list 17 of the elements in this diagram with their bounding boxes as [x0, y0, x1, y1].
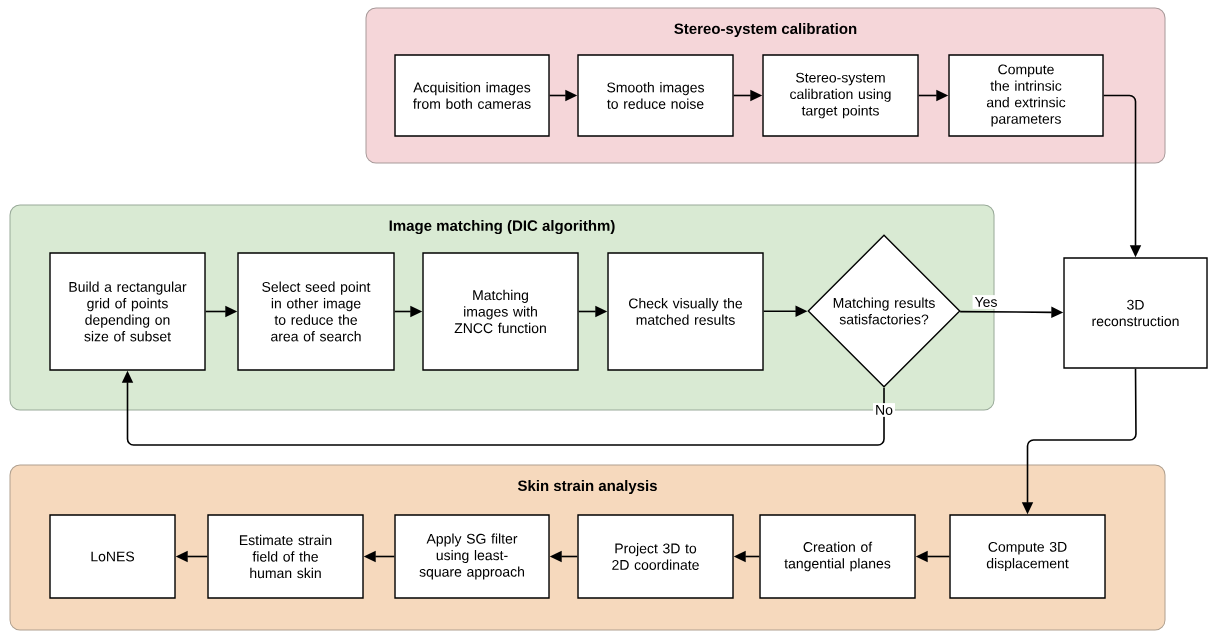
process-box: Estimate strain field of the human skin	[207, 514, 364, 599]
process-box: Acquisition images from both cameras	[394, 54, 550, 137]
process-box: Select seed point in other image to reduce the area of search	[237, 252, 395, 371]
process-box: Compute the intrinsic and extrinsic parameters	[948, 54, 1104, 137]
process-box: 3D reconstruction	[1063, 257, 1208, 369]
edge-label: No	[873, 403, 895, 417]
edge-label: Yes	[972, 295, 1000, 309]
process-box: Compute 3D displacement	[949, 514, 1106, 599]
process-box: Smooth images to reduce noise	[577, 54, 734, 137]
process-box: Creation of tangential planes	[759, 514, 916, 599]
process-box: LoNES	[49, 514, 176, 599]
process-box: Apply SG filter using least-square approach	[394, 514, 550, 599]
process-box: Matching images with ZNCC function	[422, 252, 579, 371]
process-box: Build a rectangular grid of points depending on size of subset	[49, 252, 206, 371]
process-box: Check visually the matched results	[607, 252, 764, 371]
process-box: Project 3D to 2D coordinate	[577, 514, 734, 599]
process-box: Stereo-system calibration using target points	[762, 54, 919, 137]
